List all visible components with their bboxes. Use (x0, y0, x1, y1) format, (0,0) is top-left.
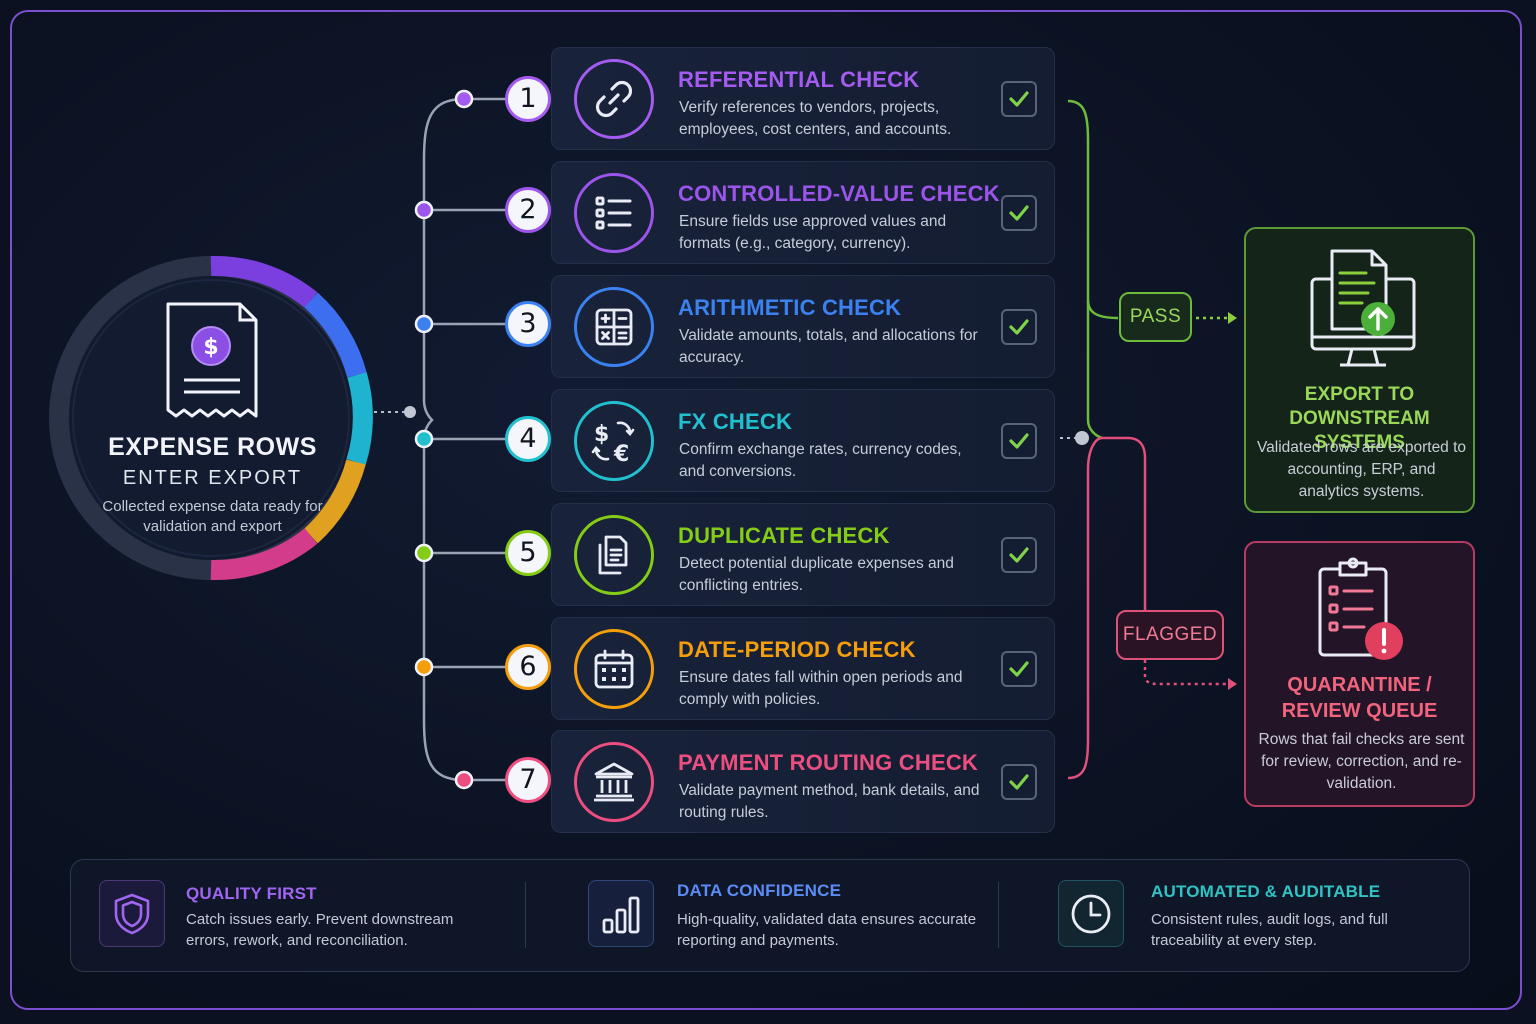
step-card-arithmetic: ARITHMETIC CHECK Validate amounts, total… (551, 275, 1055, 378)
footer-title-quality: QUALITY FIRST (186, 884, 317, 903)
step-title: DUPLICATE CHECK (678, 523, 890, 548)
step-description: Ensure dates fall within open periods an… (679, 669, 963, 708)
step-title: ARITHMETIC CHECK (678, 295, 902, 320)
step-number-3: 3 (505, 301, 551, 347)
calendar-icon (574, 629, 654, 709)
footer-divider (998, 882, 999, 948)
svg-text:€: € (613, 442, 629, 465)
footer-title-confidence: DATA CONFIDENCE (677, 881, 842, 900)
check-icon (1001, 309, 1037, 345)
step-description: Validate payment method, bank details, a… (679, 782, 980, 821)
export-title-line2: DOWNSTREAM SYSTEMS (1289, 408, 1430, 453)
quarantine-title-line2: REVIEW QUEUE (1281, 700, 1438, 722)
step-card-duplicate: DUPLICATE CHECK Detect potential duplica… (551, 503, 1055, 606)
step-description: Confirm exchange rates, currency codes, … (679, 441, 962, 480)
step-description: Validate amounts, totals, and allocation… (679, 327, 978, 366)
svg-text:$: $ (203, 335, 218, 360)
intake-subtitle: ENTER EXPORT (122, 467, 303, 489)
step-card-fx: $ € FX CHECK Confirm exchange rates, cur… (551, 389, 1055, 492)
monitor-upload-icon (1308, 247, 1418, 377)
currency-exchange-icon: $ € (574, 401, 654, 481)
check-icon (1001, 651, 1037, 687)
step-description: Verify references to vendors, projects, … (679, 99, 952, 138)
step-number-5: 5 (505, 530, 551, 576)
check-icon (1001, 423, 1037, 459)
step-number-2: 2 (505, 187, 551, 233)
quarantine-description: Rows that fail checks are sent for revie… (1258, 731, 1465, 792)
step-number-4: 4 (505, 416, 551, 462)
link-icon (574, 59, 654, 139)
shield-icon (99, 880, 165, 947)
footer-desc-quality: Catch issues early. Prevent downstream e… (186, 911, 454, 949)
check-icon (1001, 195, 1037, 231)
pass-label: PASS (1119, 292, 1192, 342)
step-title: PAYMENT ROUTING CHECK (678, 750, 978, 775)
footer-desc-automated: Consistent rules, audit logs, and full t… (1151, 911, 1388, 949)
check-icon (1001, 537, 1037, 573)
footer-title-automated: AUTOMATED & AUDITABLE (1151, 882, 1381, 901)
footer-divider (525, 882, 526, 948)
footer-panel: QUALITY FIRST Catch issues early. Preven… (70, 859, 1470, 972)
calculator-icon (574, 287, 654, 367)
step-title: REFERENTIAL CHECK (678, 67, 920, 92)
step-card-payment-routing: PAYMENT ROUTING CHECK Validate payment m… (551, 730, 1055, 833)
quarantine-title-line1: QUARANTINE / (1287, 674, 1432, 696)
step-title: DATE-PERIOD CHECK (678, 637, 916, 662)
flagged-label: FLAGGED (1116, 610, 1224, 660)
bar-chart-icon (588, 880, 654, 947)
intake-description: Collected expense data ready for validat… (102, 498, 323, 535)
duplicate-icon (574, 515, 654, 595)
step-number-1: 1 (505, 76, 551, 122)
check-icon (1001, 764, 1037, 800)
step-title: CONTROLLED-VALUE CHECK (678, 181, 1000, 206)
export-description: Validated rows are exported to accountin… (1256, 439, 1467, 500)
list-icon (574, 173, 654, 253)
step-title: FX CHECK (678, 409, 793, 434)
clock-icon (1058, 880, 1124, 947)
quarantine-box: QUARANTINE / REVIEW QUEUE Rows that fail… (1244, 541, 1475, 807)
footer-desc-confidence: High-quality, validated data ensures acc… (677, 911, 977, 949)
check-icon (1001, 81, 1037, 117)
step-number-6: 6 (505, 644, 551, 690)
step-card-referential: REFERENTIAL CHECK Verify references to v… (551, 47, 1055, 150)
step-description: Ensure fields use approved values and fo… (679, 213, 947, 252)
step-number-7: 7 (505, 757, 551, 803)
clipboard-alert-icon (1316, 555, 1408, 672)
intake-title: EXPENSE ROWS (108, 433, 317, 461)
receipt-dollar-icon: $ (166, 302, 258, 418)
step-card-controlled-value: CONTROLLED-VALUE CHECK Ensure fields use… (551, 161, 1055, 264)
bank-icon (574, 742, 654, 822)
step-card-date-period: DATE-PERIOD CHECK Ensure dates fall with… (551, 617, 1055, 720)
export-box: EXPORT TO DOWNSTREAM SYSTEMS Validated r… (1244, 227, 1475, 513)
svg-text:$: $ (594, 422, 609, 447)
export-title-line1: EXPORT TO (1304, 384, 1415, 405)
step-description: Detect potential duplicate expenses and … (679, 555, 954, 594)
